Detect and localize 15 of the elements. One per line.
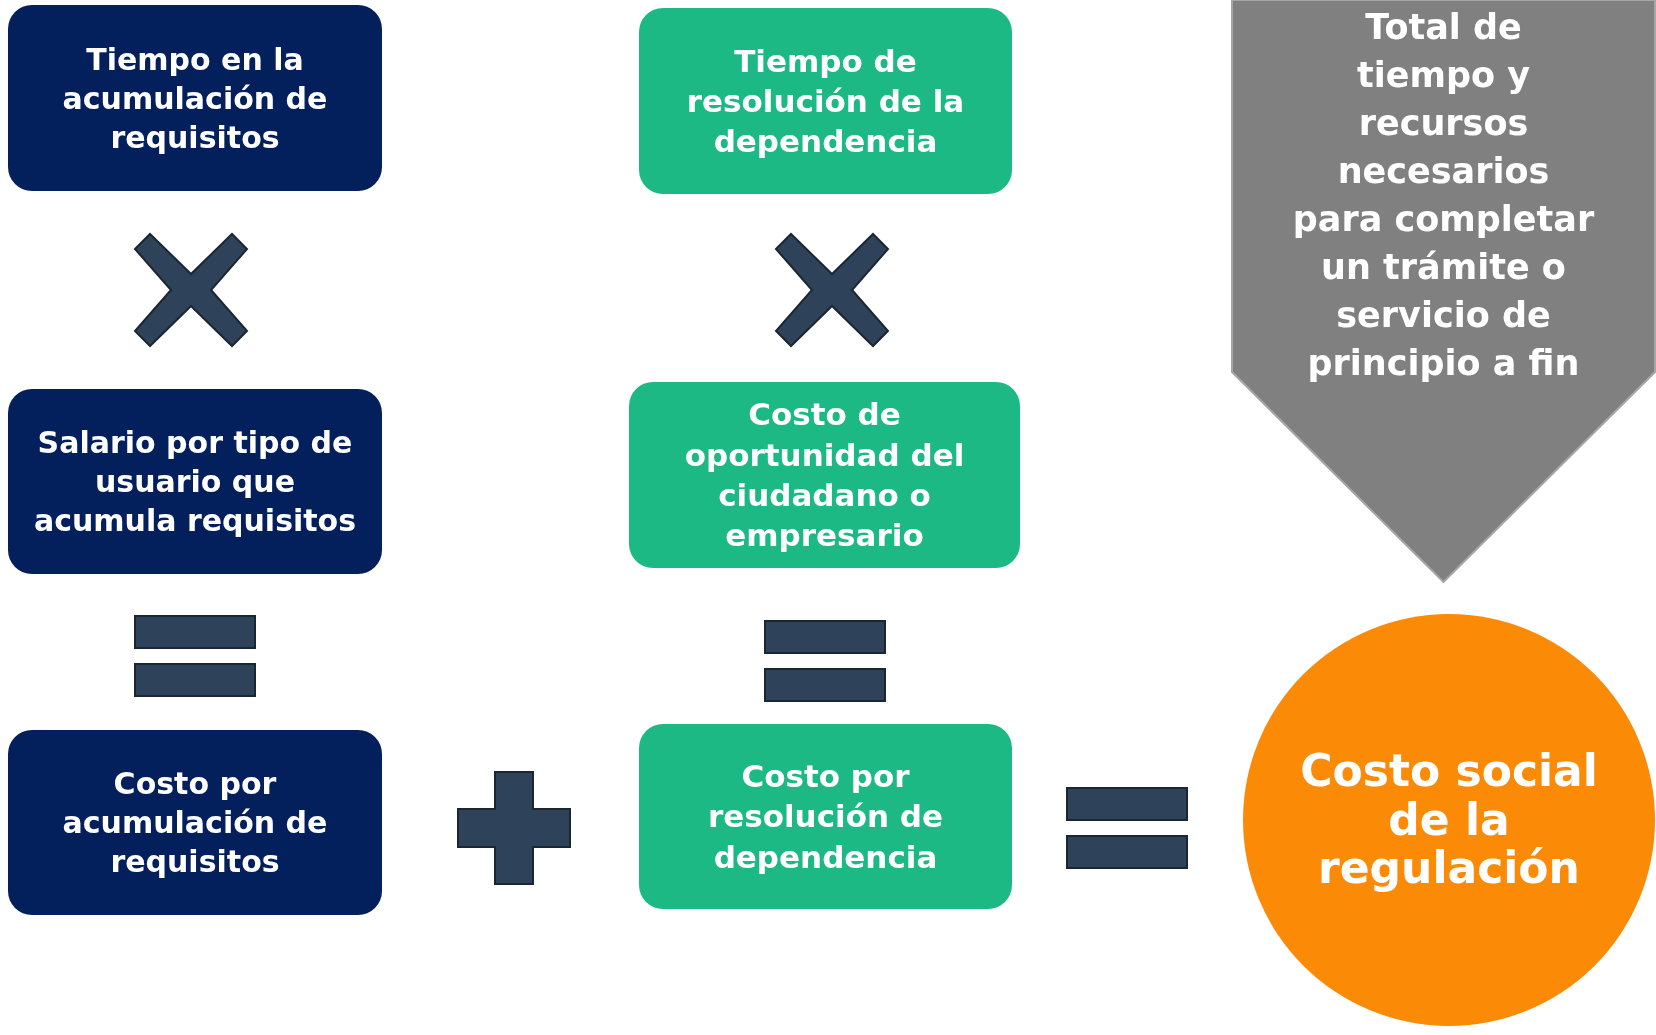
node-text: Costo social de la regulación bbox=[1299, 747, 1599, 893]
process-box bbox=[8, 5, 382, 191]
node-text: Costo por resolución de dependencia bbox=[706, 757, 945, 877]
process-box bbox=[8, 730, 382, 915]
process-box bbox=[639, 724, 1012, 909]
node-text: Tiempo de resolución de la dependencia bbox=[685, 41, 966, 162]
node-text: Total de tiempo y recursos necesarios para completar un trámite o servicio de principio a fin bbox=[1291, 6, 1596, 385]
process-box bbox=[639, 8, 1012, 194]
node-text: Costo de oportunidad del ciudadano o empresario bbox=[683, 395, 966, 556]
pentagon-arrow bbox=[1231, 0, 1656, 583]
process-box bbox=[8, 389, 382, 574]
node-text: Costo por acumulación de requisitos bbox=[61, 765, 329, 881]
process-box bbox=[629, 382, 1020, 568]
node-text: Tiempo en la acumulación de requisitos bbox=[61, 40, 329, 157]
node-text: Salario por tipo de usuario que acumula requisitos bbox=[32, 424, 358, 540]
